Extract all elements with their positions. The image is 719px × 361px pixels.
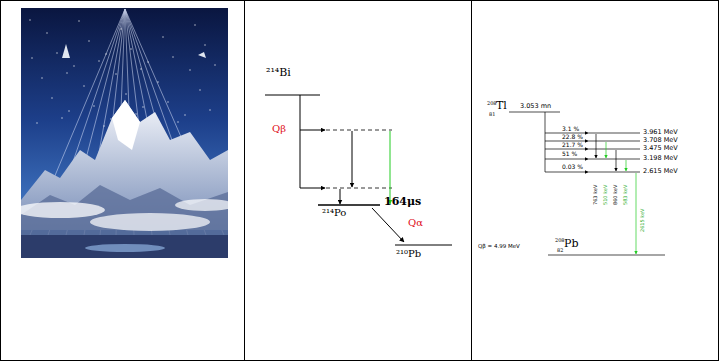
element-symbol: Tl: [496, 100, 507, 111]
bi214-scheme: [265, 95, 452, 245]
element-symbol: Pb: [564, 238, 578, 249]
gamma-energy: 763 keV: [593, 185, 598, 205]
level-energy: 3.708 MeV: [643, 137, 678, 144]
level-energy: 3.198 MeV: [643, 155, 678, 162]
level-energy: 3.475 MeV: [643, 145, 678, 152]
q-value-label: Qβ: [272, 124, 286, 134]
poster-illustration: [15, 8, 235, 258]
half-life-label: 164μs: [384, 196, 421, 207]
nuclide-label: ²¹⁴Po: [322, 208, 346, 218]
nuclide-label: ²¹⁴Bi: [266, 67, 291, 78]
panel-divider: [244, 0, 245, 361]
atomic-number: 81: [489, 112, 495, 117]
mass-number: 208: [487, 101, 497, 106]
half-life-label: 3.053 mn: [520, 103, 551, 110]
gamma-energy: 860 keV: [613, 185, 618, 205]
nuclide-label: ²¹⁰Pb: [396, 249, 421, 259]
level-energy: 2.615 MeV: [643, 168, 678, 175]
gamma-energy: 2615 keV: [640, 208, 645, 232]
branching-ratio: 0.03 %: [562, 164, 583, 170]
gamma-energy: 510 keV: [603, 185, 608, 205]
q-value-label: Qα: [408, 218, 423, 228]
level-energy: 3.961 MeV: [643, 129, 678, 136]
tl208-scheme: [509, 112, 665, 255]
gamma-energy: 583 keV: [623, 185, 628, 205]
branching-ratio: 21.7 %: [562, 142, 583, 148]
panel-divider: [471, 0, 472, 361]
branching-ratio: 3.1 %: [562, 126, 579, 132]
atomic-number: 82: [557, 248, 563, 253]
mass-number: 208: [555, 238, 565, 243]
q-value-label: Qβ = 4.99 MeV: [478, 244, 520, 250]
branching-ratio: 51 %: [562, 151, 577, 157]
branching-ratio: 22.8 %: [562, 134, 583, 140]
